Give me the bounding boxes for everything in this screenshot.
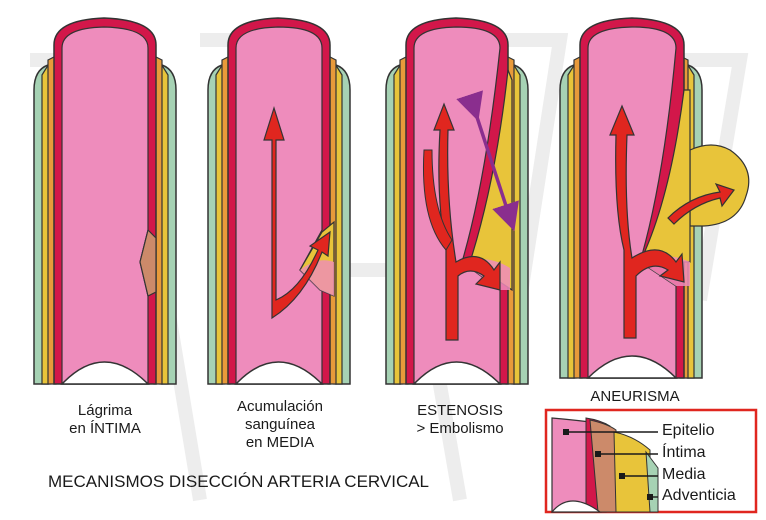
legend-box — [544, 408, 758, 514]
stenosis-double-arrow — [456, 90, 519, 232]
legend-label-adventicia: Adventicia — [662, 487, 736, 504]
vessel-opening — [60, 361, 150, 385]
panel-tear-intima — [33, 17, 177, 385]
blood-flow-arrow — [609, 104, 685, 339]
intima-tear — [139, 228, 157, 297]
panel-aneurysm — [559, 17, 750, 379]
caption-blood-accumulation: Acumulación sanguínea en MEDIA — [205, 398, 355, 452]
caption-line: ANEURISMA — [590, 388, 680, 405]
caption-line: sanguínea — [244, 416, 316, 433]
caption-stenosis: ESTENOSIS > Embolismo — [390, 402, 530, 438]
caption-line: ESTENOSIS — [417, 402, 503, 419]
caption-line: en ÍNTIMA — [69, 420, 141, 437]
legend-label-intima: Íntima — [662, 444, 706, 461]
blood-flow-arrow — [263, 105, 331, 320]
caption-line: Lágrima — [77, 402, 133, 419]
panel-blood-accumulation-media — [207, 17, 351, 385]
caption-aneurysm: ANEURISMA — [560, 388, 710, 406]
caption-line: en MEDIA — [245, 434, 315, 451]
aneurysm-arrow — [667, 182, 735, 225]
legend-label-epitelio: Epitelio — [662, 422, 715, 439]
caption-line: Acumulación — [237, 398, 323, 415]
lumen — [61, 26, 149, 385]
legend-label-media: Media — [662, 466, 706, 483]
caption-line: > Embolismo — [416, 420, 504, 437]
caption-tear-intima: Lágrima en ÍNTIMA — [40, 402, 170, 438]
panel-stenosis-embolism — [385, 17, 529, 385]
diagram-title: MECANISMOS DISECCIÓN ARTERIA CERVICAL — [48, 472, 430, 491]
